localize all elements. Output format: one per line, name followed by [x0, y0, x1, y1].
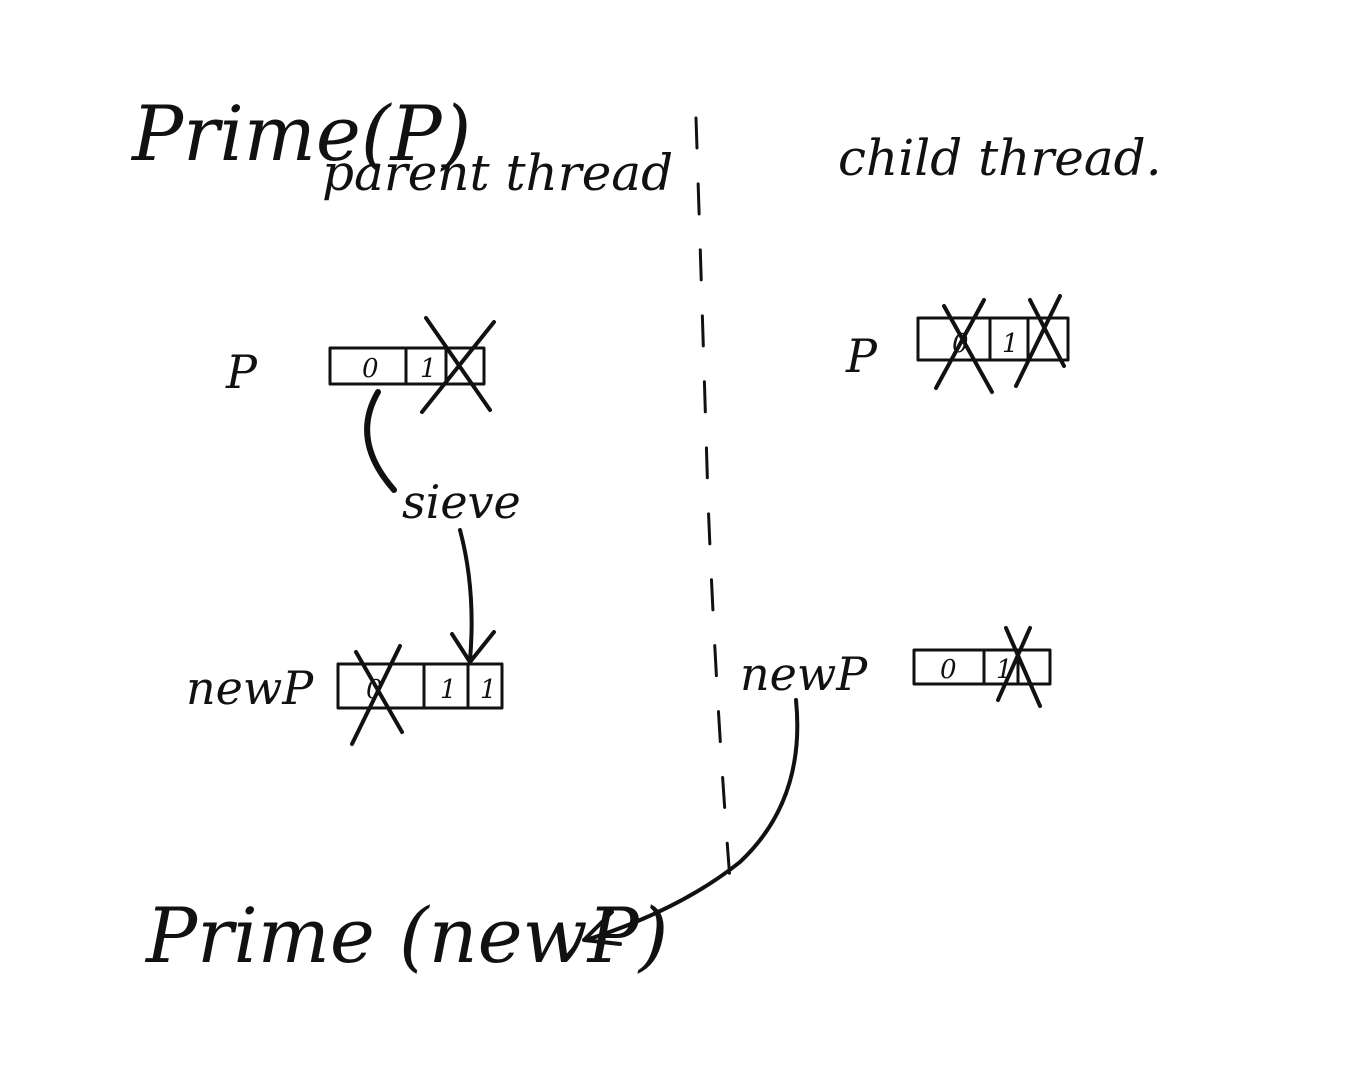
child-p-label: P [845, 329, 878, 383]
parent-newp-label: newP [186, 661, 314, 715]
cross-out-mark [420, 316, 496, 414]
thread-divider [694, 116, 732, 882]
title-call: Prime(P) [130, 89, 471, 178]
array-cell-value: 0 [366, 675, 383, 705]
cross-out-mark [934, 298, 994, 394]
array-cell-value: 0 [362, 354, 379, 384]
sieve-arrow [458, 528, 474, 662]
parent-p-label: P [225, 345, 258, 399]
child-p-array: 0 1 [916, 294, 1070, 394]
child-thread-heading: child thread. [838, 129, 1162, 187]
final-call: Prime (newP) [144, 891, 668, 980]
cross-out-mark [996, 626, 1042, 708]
sieve-label: sieve [402, 475, 521, 529]
arrowhead-icon [450, 630, 496, 664]
array-outline [336, 662, 504, 710]
cross-out-mark [1014, 294, 1066, 388]
array-cell-value: 1 [480, 675, 497, 705]
array-cell-value: 1 [420, 354, 437, 384]
array-outline [916, 316, 1070, 362]
child-newp-array: 0 1 [912, 626, 1052, 708]
cross-out-mark [350, 644, 404, 746]
recursion-arrow [584, 698, 800, 942]
sieve-curve [364, 389, 397, 493]
child-newp-label: newP [740, 647, 868, 701]
arrowhead-icon [582, 910, 622, 946]
parent-thread-heading: parent thread [322, 144, 673, 202]
parent-newp-array: 0 1 1 [336, 644, 504, 746]
array-cell-value: 0 [940, 655, 957, 685]
array-outline [912, 648, 1052, 686]
parent-p-array: 0 1 [328, 316, 496, 414]
array-cell-value: 1 [1002, 329, 1019, 359]
array-cell-value: 1 [440, 675, 457, 705]
